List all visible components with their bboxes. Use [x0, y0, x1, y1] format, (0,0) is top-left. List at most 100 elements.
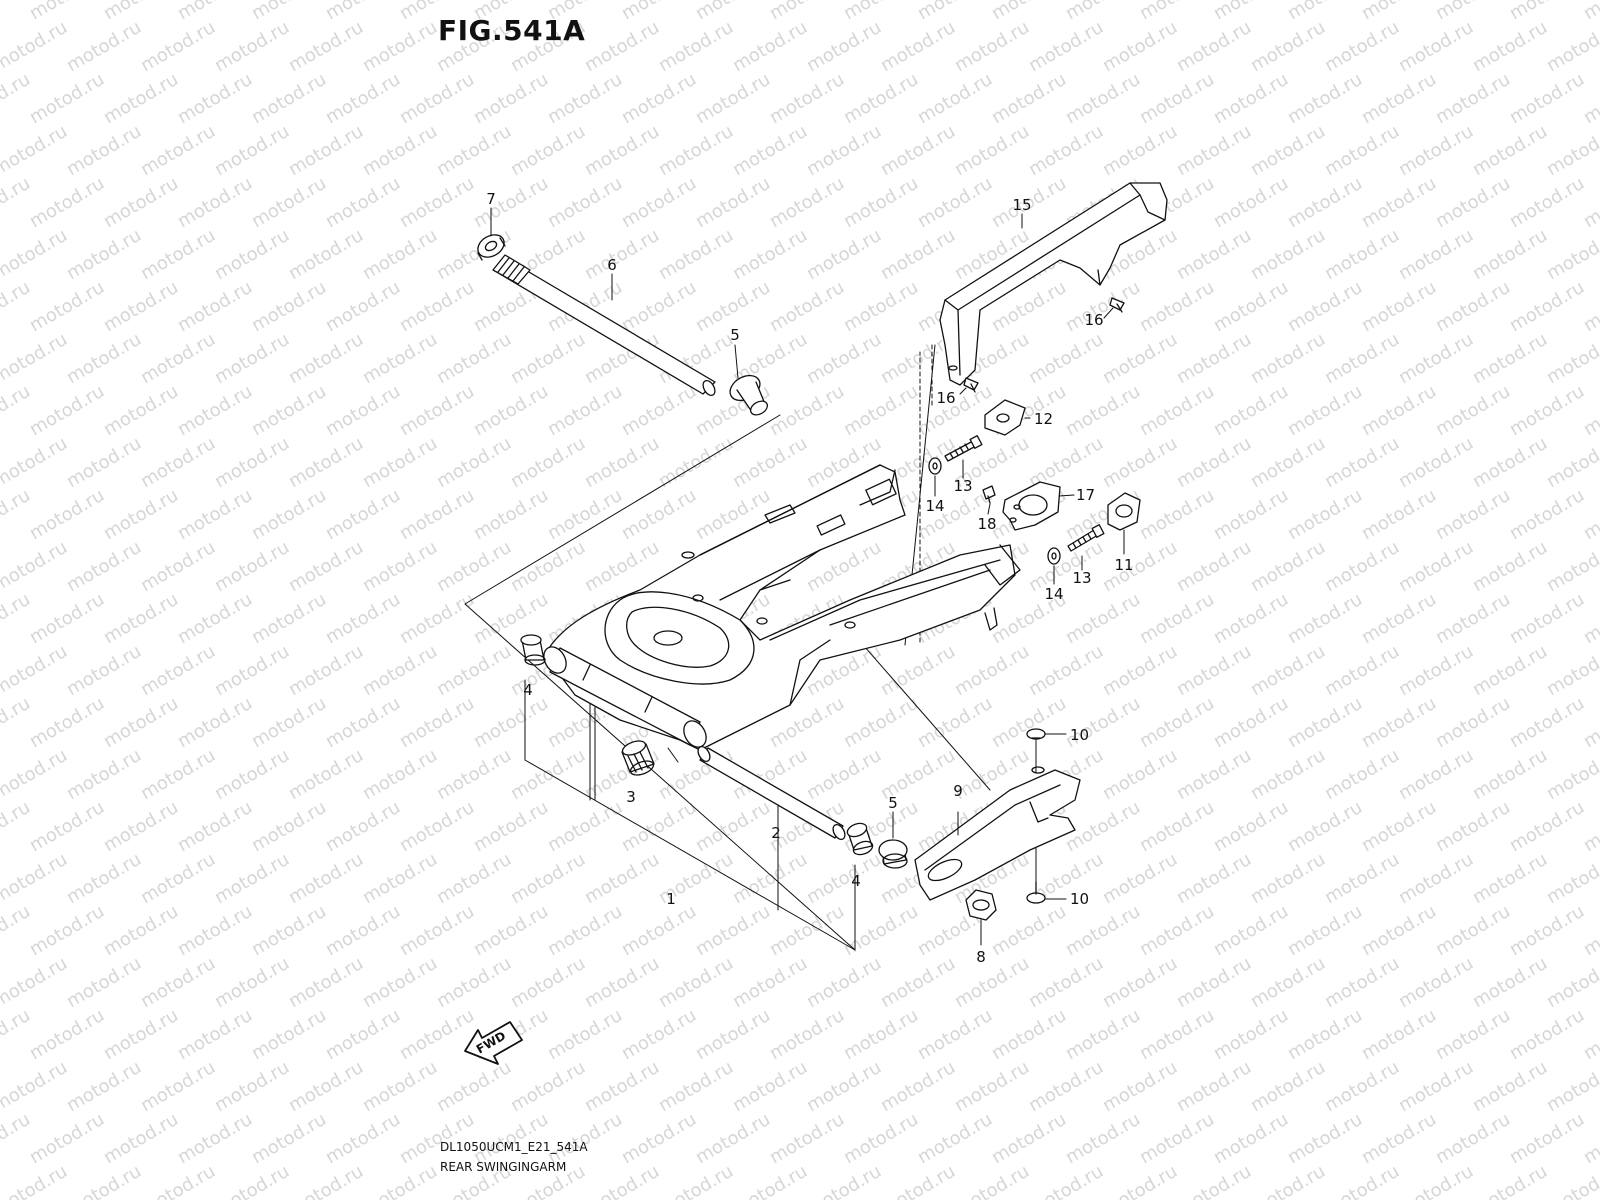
watermark-text: motod.ru	[396, 693, 478, 752]
watermark-text: motod.ru	[359, 745, 441, 804]
watermark-text: motod.ru	[1506, 693, 1588, 752]
watermark-text: motod.ru	[1543, 745, 1600, 804]
watermark-text: motod.ru	[1358, 277, 1440, 336]
watermark-text: motod.ru	[1506, 277, 1588, 336]
watermark-text: motod.ru	[766, 0, 848, 24]
watermark-text: motod.ru	[1543, 1057, 1600, 1116]
watermark-text: motod.ru	[248, 693, 330, 752]
watermark-text: motod.ru	[174, 277, 256, 336]
plate-17	[1002, 481, 1061, 531]
callout-12: 12	[1034, 410, 1053, 428]
watermark-text: motod.ru	[1136, 381, 1218, 440]
watermark-text: motod.ru	[248, 1005, 330, 1064]
watermark-text: motod.ru	[1284, 485, 1366, 544]
watermark-text: motod.ru	[1173, 641, 1255, 700]
watermark-text: motod.ru	[1025, 17, 1107, 76]
watermark-text: motod.ru	[1395, 17, 1477, 76]
watermark-text: motod.ru	[1395, 225, 1477, 284]
watermark-text: motod.ru	[0, 953, 71, 1012]
watermark-text: motod.ru	[1469, 641, 1551, 700]
watermark-text: motod.ru	[581, 953, 663, 1012]
watermark-text: motod.ru	[729, 17, 811, 76]
watermark-text: motod.ru	[1506, 797, 1588, 856]
watermark-text: motod.ru	[137, 1161, 219, 1200]
watermark-text: motod.ru	[581, 745, 663, 804]
watermark-text: motod.ru	[1432, 693, 1514, 752]
watermark-text: motod.ru	[137, 433, 219, 492]
watermark-text: motod.ru	[1395, 745, 1477, 804]
callout-17: 17	[1076, 486, 1095, 504]
watermark-text: motod.ru	[100, 1109, 182, 1168]
watermark-text: motod.ru	[1506, 901, 1588, 960]
callout-leaders	[490, 207, 1125, 946]
watermark-text: motod.ru	[1136, 797, 1218, 856]
callout-10-lower: 10	[1070, 890, 1089, 908]
watermark-text: motod.ru	[433, 537, 515, 596]
callout-4-upper: 4	[523, 681, 533, 699]
watermark-text: motod.ru	[0, 797, 34, 856]
watermark-text: motod.ru	[840, 901, 922, 960]
watermark-text: motod.ru	[544, 797, 626, 856]
watermark-text: motod.ru	[470, 693, 552, 752]
watermark-text: motod.ru	[581, 1161, 663, 1200]
watermark-text: motod.ru	[0, 329, 71, 388]
watermark-text: motod.ru	[692, 797, 774, 856]
callout-13-lower: 13	[1072, 569, 1091, 587]
watermark-text: motod.ru	[803, 1057, 885, 1116]
watermark-text: motod.ru	[1543, 225, 1600, 284]
watermark-text: motod.ru	[285, 121, 367, 180]
callout-14-lower: 14	[1044, 585, 1063, 603]
watermark-text: motod.ru	[285, 433, 367, 492]
watermark-text: motod.ru	[433, 641, 515, 700]
watermark-text: motod.ru	[1025, 537, 1107, 596]
watermark-text: motod.ru	[803, 329, 885, 388]
watermark-text: motod.ru	[803, 1161, 885, 1200]
watermark-text: motod.ru	[581, 433, 663, 492]
watermark-text: motod.ru	[1321, 641, 1403, 700]
lock-nut-7	[477, 234, 506, 261]
watermark-text: motod.ru	[1247, 1057, 1329, 1116]
watermark-text: motod.ru	[877, 17, 959, 76]
watermark-text: motod.ru	[1506, 1109, 1588, 1168]
watermark-text: motod.ru	[174, 693, 256, 752]
watermark-text: motod.ru	[1247, 433, 1329, 492]
watermark-text: motod.ru	[0, 589, 34, 648]
watermark-text: motod.ru	[359, 1161, 441, 1200]
watermark-text: motod.ru	[581, 17, 663, 76]
watermark-text: motod.ru	[0, 173, 34, 232]
watermark-text: motod.ru	[396, 1005, 478, 1064]
watermark-text: motod.ru	[988, 69, 1070, 128]
watermark-text: motod.ru	[840, 69, 922, 128]
watermark-text: motod.ru	[137, 1057, 219, 1116]
watermark-text: motod.ru	[1247, 641, 1329, 700]
watermark-text: motod.ru	[100, 589, 182, 648]
watermark-text: motod.ru	[433, 745, 515, 804]
watermark-text: motod.ru	[1173, 17, 1255, 76]
watermark-text: motod.ru	[1284, 589, 1366, 648]
callout-18: 18	[977, 515, 996, 533]
watermark-text: motod.ru	[359, 17, 441, 76]
watermark-text: motod.ru	[248, 797, 330, 856]
watermark-text: motod.ru	[433, 121, 515, 180]
watermark-text: motod.ru	[951, 121, 1033, 180]
watermark-text: motod.ru	[174, 589, 256, 648]
watermark-text: motod.ru	[359, 953, 441, 1012]
fwd-arrow	[464, 1021, 523, 1065]
watermark-text: motod.ru	[100, 901, 182, 960]
watermark-text: motod.ru	[1099, 17, 1181, 76]
watermark-text: motod.ru	[1395, 121, 1477, 180]
watermark-text: motod.ru	[100, 0, 182, 24]
watermark-text: motod.ru	[1358, 797, 1440, 856]
watermark-text: motod.ru	[433, 433, 515, 492]
bolt-16-right	[1109, 297, 1125, 313]
watermark-text: motod.ru	[1025, 1057, 1107, 1116]
watermark-text: motod.ru	[211, 329, 293, 388]
watermark-text: motod.ru	[396, 277, 478, 336]
watermark-text: motod.ru	[1136, 485, 1218, 544]
watermark-text: motod.ru	[507, 953, 589, 1012]
watermark-text: motod.ru	[1062, 1109, 1144, 1168]
watermark-text: motod.ru	[877, 641, 959, 700]
watermark-text: motod.ru	[285, 849, 367, 908]
watermark-text: motod.ru	[581, 1057, 663, 1116]
